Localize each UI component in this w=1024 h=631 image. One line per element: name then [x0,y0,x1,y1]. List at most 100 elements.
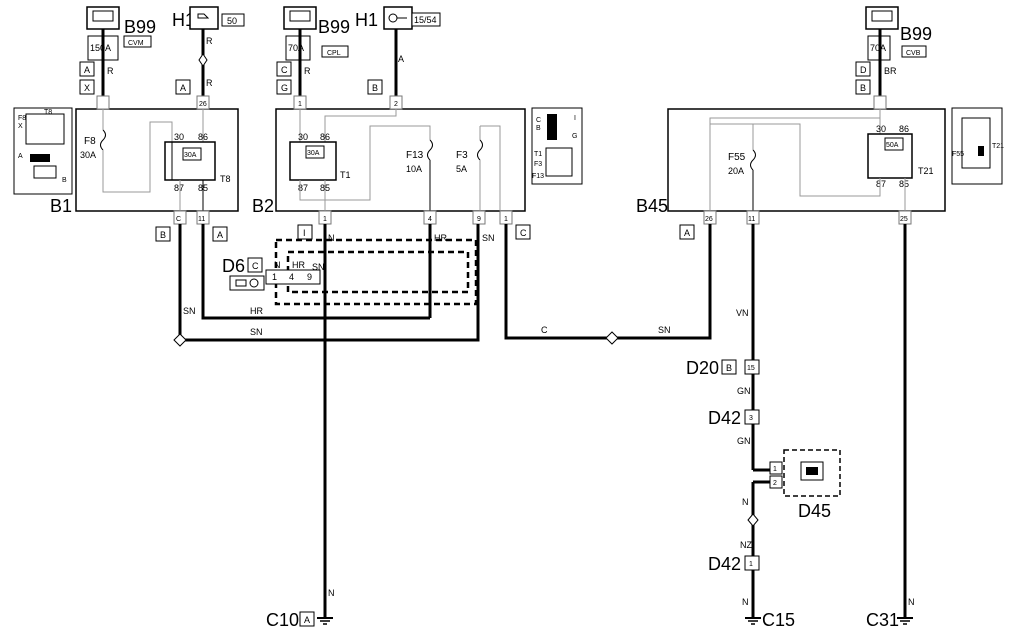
conn-D: D [860,65,867,75]
b1-location-thumbnail: F8 X A B T8 [13,107,73,195]
ground-icon-c31 [897,617,913,625]
wire-N-4: N [328,588,335,598]
b1-fuse-rating: 30A [80,150,96,160]
b2-legend-i: I [574,115,576,122]
b45-fuse-name: F55 [728,152,746,163]
wire-SN-1: SN [482,233,495,243]
b1-pin-86: 86 [198,132,208,142]
d6-pin-4: 4 [289,272,294,282]
b1-pin-c: C [176,216,181,223]
d20-pin: 15 [747,365,755,372]
b1-pin-26: 26 [199,101,207,108]
wire-HR-2: HR [250,306,263,316]
component-b99-mid: B99 [318,17,350,37]
conn-C2: C [520,228,527,238]
wire-N-3: N [742,597,749,607]
b1-legend-f8: F8 [18,115,26,122]
terminal-h1-left: 50 [227,16,237,26]
component-c31: C31 [866,610,899,630]
conn-A4: A [684,228,690,238]
conn-B1: B [372,83,378,93]
wire-SN-3: SN [250,327,263,337]
wire-R-1: R [107,66,114,76]
conn-I: I [303,228,306,238]
b45-pin-25: 25 [900,216,908,223]
wire-NZ: NZ [740,540,752,550]
conn-B3: B [160,230,166,240]
d6-wire-hr: HR [292,260,305,270]
b2-pin-30: 30 [298,132,308,142]
splice-icon [747,513,759,527]
wire-VN: VN [736,308,749,318]
wire-SN-4: SN [658,325,671,335]
d42b-pin: 1 [749,561,753,568]
b45-relay-name: T21 [918,166,934,176]
component-b2: B2 [252,196,274,216]
b2-fuse1-name: F13 [406,150,424,161]
fuse-label: 150A [90,43,111,53]
box-b1: 26 30A 30 86 87 85 F8 30A T8 C 11 [75,95,239,225]
component-c10: C10 [266,610,299,630]
conn-A1: A [84,65,90,75]
wire-N-2: N [742,497,749,507]
b2-fuse1-rating: 10A [406,164,422,174]
b2-relay-name: T1 [340,170,351,180]
code-b99-mid: CPL [327,50,341,57]
box-b2: 1 2 30A 30 86 87 85 T1 F13 10A F3 5A 1 4… [275,95,526,225]
d6-pin-9: 9 [307,272,312,282]
conn-G: G [281,83,288,93]
conn-B2: B [860,83,866,93]
component-c15: C15 [762,610,795,630]
wire-C: C [541,325,548,335]
fuse-label-right: 70A [870,43,886,53]
splice-icon [173,333,187,347]
b2-legend-f3: F3 [534,161,542,168]
component-d45: D45 [798,501,831,521]
b2-pin-top-2: 2 [394,101,398,108]
conn-A3: A [217,230,223,240]
b2-pin-86: 86 [320,132,330,142]
b2-pin-b4: 4 [428,216,432,223]
b2-fuse2-rating: 5A [456,164,467,174]
wire-N-1: N [328,233,335,243]
b1-relay-name: T8 [220,174,231,184]
d6-conn: C [252,261,259,271]
box-b45: 50A 30 86 87 85 T21 F55 20A 26 11 25 [667,95,946,225]
component-d20: D20 [686,358,719,378]
connector-d6: D6 C 1 4 9 N HR SN [222,256,325,291]
d45-pin-2: 2 [773,480,777,487]
ground-icon-c15 [745,617,761,625]
b2-pin-top-1: 1 [298,101,302,108]
wire-HR-1: HR [434,233,447,243]
b2-legend-t1: T1 [534,151,542,158]
b45-pin-30: 30 [876,124,886,134]
wire-R-4: R [304,66,311,76]
component-b99-left: B99 [124,17,156,37]
ground-icon-c10 [317,617,333,625]
b45-relay-rating: 50A [886,142,899,149]
b45-location-thumbnail: F55 T21 [951,107,1004,185]
wire-SN-2: SN [183,306,196,316]
b45-legend-t21: T21 [992,143,1004,150]
b2-legend-g: G [572,133,577,140]
terminal-h1-mid: 15/54 [414,15,437,25]
code-b99-right: CVB [906,50,921,57]
splice-icon [605,331,619,345]
b1-legend-x: X [18,123,23,130]
wire-GN-1: GN [737,386,751,396]
b1-pin-11: 11 [198,216,205,223]
b2-pin-b1: 1 [323,216,327,223]
b45-legend-f55: F55 [952,151,964,158]
wire-GN-2: GN [737,436,751,446]
d42a-pin: 3 [749,415,753,422]
d6-wire-sn: SN [312,262,325,272]
b2-pin-b9: 9 [477,216,481,223]
component-b45: B45 [636,196,668,216]
b45-pin-86: 86 [899,124,909,134]
battery-icon-b99-right [865,6,899,30]
c10-conn: A [304,615,310,625]
b1-legend-t8: T8 [44,109,52,116]
b45-pin-87: 87 [876,179,886,189]
component-b1: B1 [50,196,72,216]
